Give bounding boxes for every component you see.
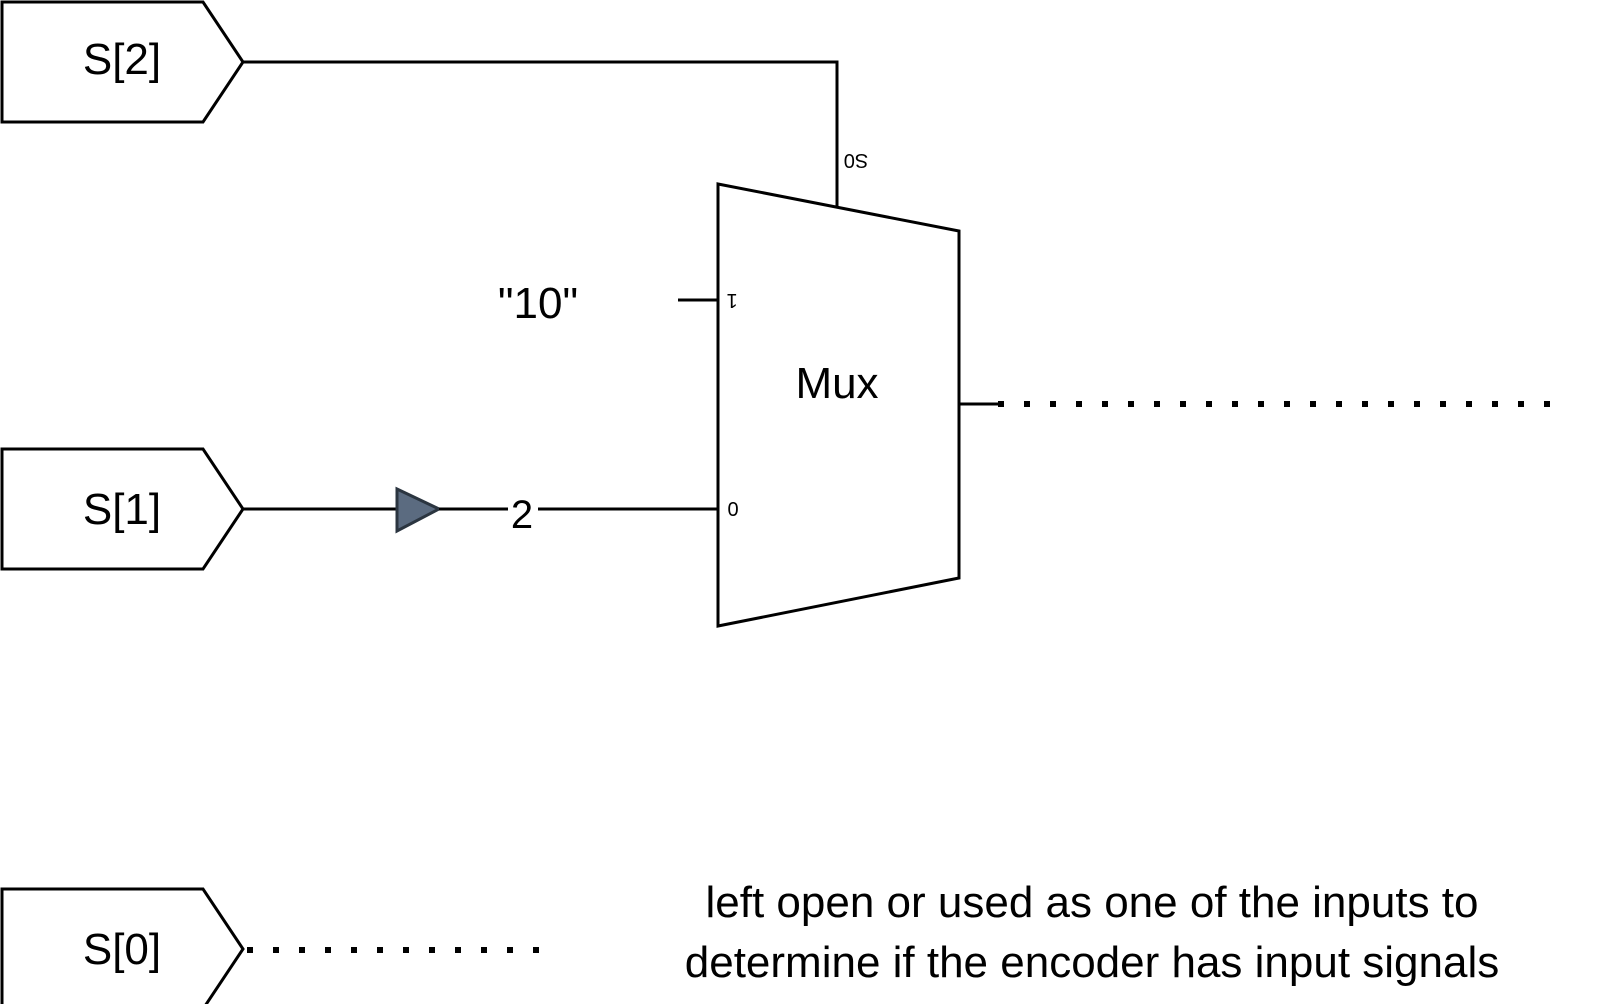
note: left open or used as one of the inputs t… [685, 878, 1500, 987]
mux-label: Mux [795, 359, 878, 408]
port-s1-shape [0, 447, 245, 571]
note-line-1: left open or used as one of the inputs t… [706, 878, 1479, 927]
port-s0-shape [0, 887, 245, 1004]
port-s2: S[2] [0, 0, 245, 124]
mux-shape [716, 182, 961, 628]
mux-select-label: S0 [844, 149, 868, 171]
port-s0-label: S[0] [83, 925, 161, 974]
buffer-icon [395, 486, 443, 534]
port-s1: S[1] [0, 447, 245, 571]
bus-width-label: 2 [511, 493, 533, 537]
wire-s2-to-select [243, 60, 839, 206]
port-s1-label: S[1] [83, 485, 161, 534]
port-s0: S[0] [0, 887, 245, 1004]
mux-input1-label: 1 [726, 289, 737, 311]
mux-block: Mux 1 0 [716, 182, 961, 628]
port-s2-label: S[2] [83, 35, 161, 84]
constant-value: "10" [498, 279, 578, 328]
port-s2-shape [0, 0, 245, 124]
mux-input0-label: 0 [727, 499, 738, 521]
note-line-2: determine if the encoder has input signa… [685, 938, 1500, 987]
